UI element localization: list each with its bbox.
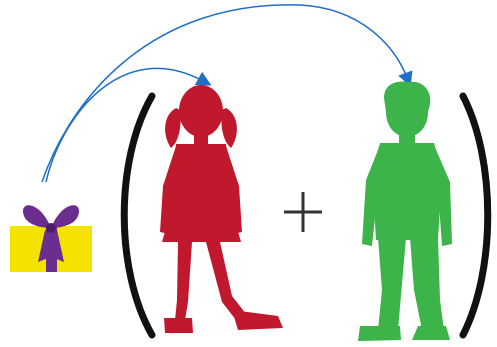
gift-icon — [10, 205, 92, 272]
boy-figure — [358, 82, 452, 341]
girl-figure — [160, 85, 283, 333]
right-parenthesis — [463, 96, 488, 335]
left-parenthesis — [124, 96, 152, 335]
plus-sign — [284, 192, 322, 232]
